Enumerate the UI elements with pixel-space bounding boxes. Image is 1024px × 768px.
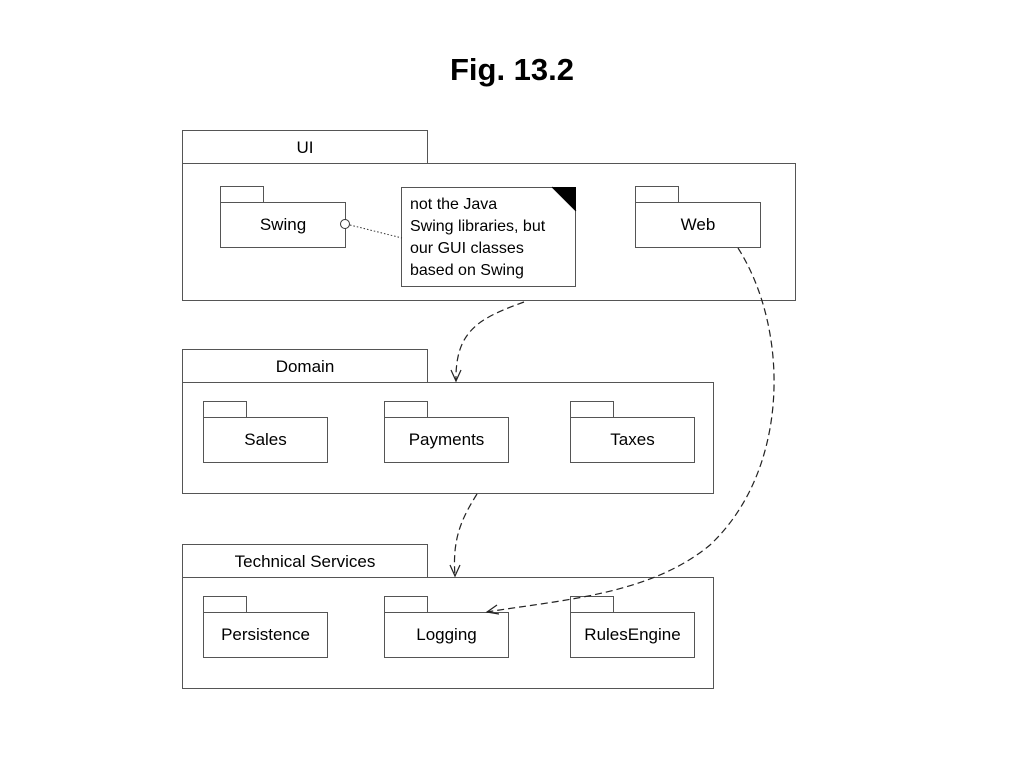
logging-package-label: Logging	[416, 625, 477, 644]
technical-services-layer-label: Technical Services	[234, 552, 376, 571]
payments-package[interactable]: Payments	[384, 417, 509, 463]
ui-layer-tab[interactable]: UI	[182, 130, 428, 165]
note-line: our GUI classes	[410, 240, 524, 257]
dependency-ui-to-domain-arrowhead	[450, 369, 462, 383]
swing-package-label: Swing	[259, 215, 307, 234]
note-anchor-line	[349, 224, 403, 239]
taxes-package-label: Taxes	[610, 430, 655, 449]
ui-layer-label: UI	[296, 138, 314, 157]
rulesengine-package-label: RulesEngine	[584, 625, 681, 644]
dependency-web-to-logging	[486, 247, 775, 613]
note-text: not the Java Swing libraries, but our GU…	[402, 188, 575, 282]
sales-package[interactable]: Sales	[203, 417, 328, 463]
dependency-ui-to-domain	[455, 301, 525, 382]
note-line: based on Swing	[410, 262, 524, 279]
payments-package-label: Payments	[408, 430, 485, 449]
persistence-package[interactable]: Persistence	[203, 612, 328, 658]
sales-package-label: Sales	[244, 430, 287, 449]
dependency-domain-to-technical-services-arrowhead	[449, 564, 461, 578]
figure-title: Fig. 13.2	[449, 52, 575, 87]
note-fold-edge	[551, 186, 577, 212]
note-anchor-circle	[340, 219, 350, 229]
web-package-label: Web	[680, 215, 716, 234]
domain-layer-tab[interactable]: Domain	[182, 349, 428, 384]
web-package[interactable]: Web	[635, 202, 761, 248]
persistence-package-label: Persistence	[221, 625, 310, 644]
dependency-domain-to-technical-services	[453, 493, 478, 577]
logging-package[interactable]: Logging	[384, 612, 509, 658]
domain-layer-label: Domain	[275, 357, 335, 376]
note-line: Swing libraries, but	[410, 218, 546, 235]
dependency-web-to-logging-arrowhead	[485, 604, 500, 615]
note[interactable]: not the Java Swing libraries, but our GU…	[401, 187, 576, 287]
note-line: not the Java	[410, 196, 498, 213]
rulesengine-package[interactable]: RulesEngine	[570, 612, 695, 658]
swing-package[interactable]: Swing	[220, 202, 346, 248]
taxes-package[interactable]: Taxes	[570, 417, 695, 463]
